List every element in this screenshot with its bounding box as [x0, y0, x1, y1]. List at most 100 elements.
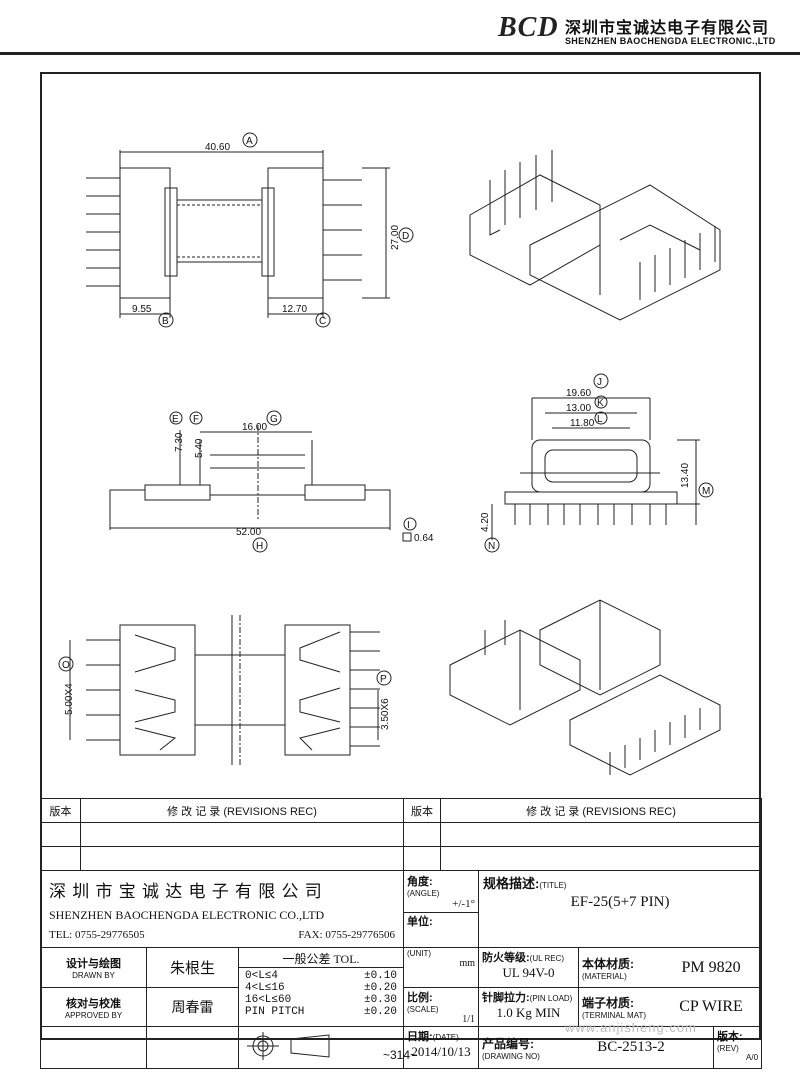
isometric-view-bottom	[449, 599, 721, 776]
dim-k-label: K	[597, 398, 604, 409]
dim-i-label: I	[407, 520, 410, 531]
tb-tol-range-1: 4<L≤16	[245, 982, 285, 994]
tb-unit-en: (UNIT)	[407, 949, 431, 958]
company-logo: BCD	[498, 12, 559, 43]
tb-tel: TEL: 0755-29776505	[49, 929, 145, 941]
dim-m-value: 13.40	[680, 463, 691, 488]
tb-title-cn: 规格描述:	[483, 876, 540, 891]
tb-tol-val-3: ±0.20	[363, 1006, 397, 1018]
bottom-view	[58, 615, 392, 765]
tb-company-cn: 深 圳 市 宝 诚 达 电 子 有 限 公 司	[49, 882, 323, 901]
dim-m-label: M	[702, 486, 710, 497]
dim-l-label: L	[597, 414, 603, 425]
tb-approved-val: 周春雷	[146, 987, 239, 1027]
tb-pinload-en: (PIN LOAD)	[529, 994, 573, 1003]
dim-h-label: H	[256, 541, 263, 552]
tb-scale-val: 1/1	[462, 1014, 475, 1025]
tb-scale-cn: 比例:	[407, 992, 433, 1004]
tb-tol-range-3: PIN PITCH	[245, 1006, 305, 1018]
tb-angle-val: +/-1°	[452, 898, 475, 910]
dim-h-value: 52.00	[236, 527, 261, 538]
dim-k-value: 13.00	[566, 403, 591, 414]
rev-col-rec-right: 修 改 记 录 (REVISIONS REC)	[439, 798, 763, 823]
dim-f-label: F	[193, 414, 199, 425]
tb-pinload-val: 1.0 Kg MIN	[496, 1005, 561, 1020]
dim-g-value: 16.00	[242, 422, 267, 433]
rev-col-ver-right: 版本	[403, 798, 441, 823]
dim-i-value: 0.64	[414, 533, 434, 544]
tb-tol-title: 一般公差 TOL.	[239, 950, 403, 968]
dim-c-value: 12.70	[282, 304, 307, 315]
tb-tol-range-0: 0<L≤4	[245, 970, 279, 982]
tb-company-en: SHENZHEN BAOCHENGDA ELECTRONIC CO.,LTD	[49, 908, 325, 922]
tb-unit-cn: 单位:	[404, 912, 478, 929]
tb-approved-en: APPROVED BY	[64, 1010, 123, 1020]
tb-angle-cn: 角度:	[407, 876, 433, 888]
dim-l-value: 11.80	[570, 418, 595, 429]
dim-g-label: G	[270, 414, 278, 425]
rev-col-ver-left: 版本	[40, 798, 81, 823]
tb-drawn-cn: 设计与绘图	[66, 958, 121, 970]
dim-b-value: 9.55	[132, 304, 152, 315]
dim-e-value: 7.30	[174, 432, 185, 452]
tb-unit-val: mm	[459, 958, 475, 969]
top-view	[86, 132, 414, 328]
tb-ul-cn: 防火等级:	[482, 952, 530, 964]
dim-d-label: D	[402, 231, 409, 242]
tb-terminal-val: CP WIRE	[679, 998, 743, 1015]
tb-pinload-cn: 针脚拉力:	[482, 992, 530, 1004]
dim-n-value: 4.20	[480, 512, 491, 532]
tb-date-cn: 日期:	[407, 1031, 433, 1043]
tb-tol-val-0: ±0.10	[363, 970, 397, 982]
watermark: www.anjisheng.com	[565, 1020, 697, 1035]
tb-rev-en: (REV)	[717, 1044, 739, 1053]
tb-material-en: (MATERIAL)	[582, 971, 627, 981]
tb-drawn-val: 朱根生	[146, 947, 239, 988]
isometric-view-top	[469, 150, 721, 321]
tb-drawingno-en: (DRAWING NO)	[482, 1051, 540, 1061]
tb-angle-en: (ANGLE)	[407, 889, 440, 898]
dim-d-value: 27.00	[390, 225, 401, 250]
dim-p-label: P	[380, 674, 387, 685]
tb-rev-cn: 版本:	[717, 1031, 743, 1043]
side-view	[109, 410, 417, 553]
tb-scale-en: (SCALE)	[407, 1005, 439, 1014]
tb-title-val: EF-25(5+7 PIN)	[570, 894, 670, 910]
tb-tol-range-2: 16<L≤60	[245, 994, 292, 1006]
tb-terminal-cn: 端子材质:	[582, 996, 634, 1010]
tb-drawingno-cn: 产品编号:	[482, 1036, 534, 1051]
tb-title-en: (TITLE)	[539, 881, 567, 890]
projection-symbol-icon	[247, 1032, 330, 1060]
header-company-en: SHENZHEN BAOCHENGDA ELECTRONIC.,LTD	[565, 36, 776, 46]
tb-material-cn: 本体材质:	[582, 956, 634, 971]
tb-tol-val-1: ±0.20	[363, 982, 397, 994]
tb-tol-val-2: ±0.30	[363, 994, 397, 1006]
dim-f-value: 5.40	[194, 438, 205, 458]
dim-n-label: N	[488, 541, 495, 552]
tb-drawn-en: DRAWN BY	[72, 971, 115, 980]
dim-o-value: 5.00X4	[64, 683, 75, 715]
dim-c-label: C	[319, 316, 326, 327]
tb-rev-val: A/0	[746, 1053, 759, 1062]
tb-date-val: 2014/10/13	[411, 1044, 471, 1059]
tb-material-val: PM 9820	[681, 958, 741, 976]
dim-a-value: 40.60	[205, 142, 230, 153]
tb-approved-cn: 核对与校准	[66, 997, 121, 1010]
page-number: ~314~	[382, 1048, 418, 1062]
end-view	[484, 373, 714, 553]
title-block: 版本 修 改 记 录 (REVISIONS REC) 版本 修 改 记 录 (R…	[40, 798, 763, 1069]
tb-date-en: (DATE)	[432, 1033, 459, 1042]
technical-drawing: 40.60 A 9.55 B 12.70 C 27.00 D 16.00	[58, 132, 721, 776]
tb-ul-val: UL 94V-0	[502, 965, 555, 980]
tb-terminal-en: (TERMINAL MAT)	[582, 1011, 646, 1020]
dim-b-label: B	[162, 316, 169, 327]
dim-j-label: J	[597, 377, 602, 388]
dim-p-value: 3.50X6	[380, 698, 391, 730]
tb-ul-en: (UL REC)	[529, 954, 565, 963]
tb-drawingno-val: BC-2513-2	[597, 1039, 665, 1055]
dim-a-label: A	[246, 136, 253, 147]
dim-o-label: O	[62, 660, 70, 671]
tb-fax: FAX: 0755-29776506	[298, 929, 395, 941]
dim-e-label: E	[172, 414, 179, 425]
header-company-cn: 深圳市宝诚达电子有限公司	[565, 20, 770, 37]
